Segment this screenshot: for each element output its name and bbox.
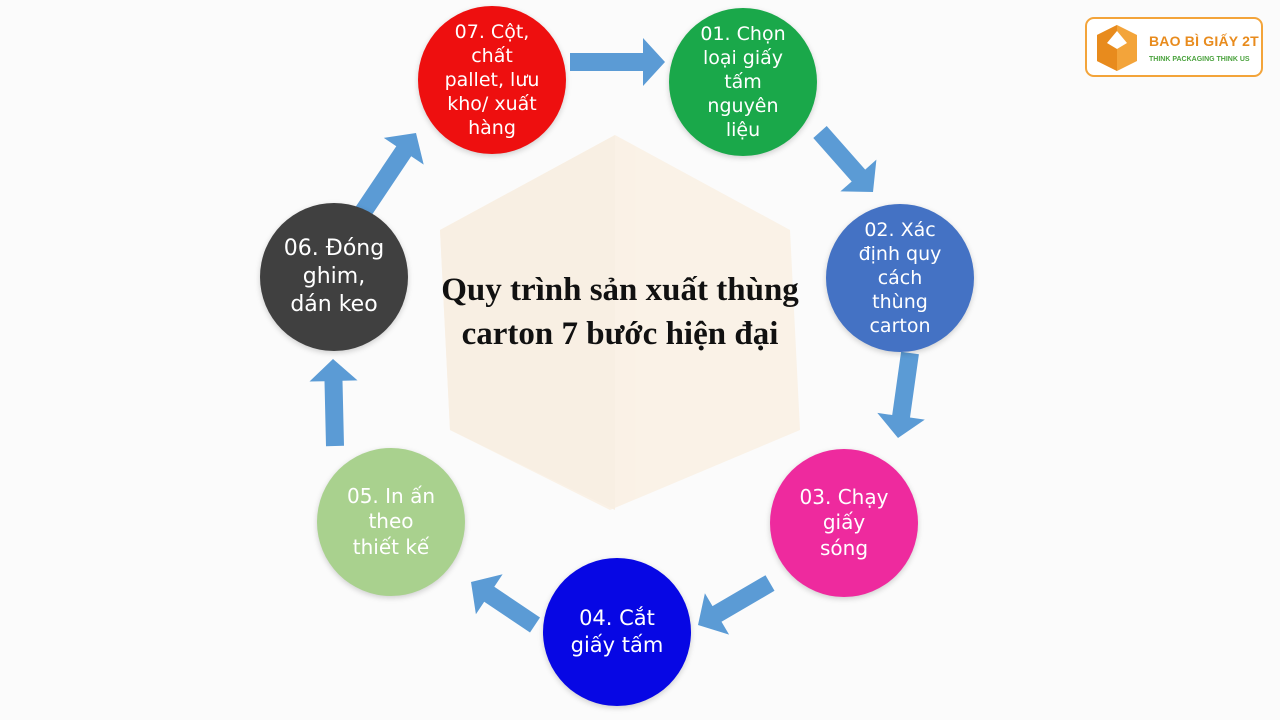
step-2-circle: 02. Xác định quy cách thùng carton	[826, 204, 974, 352]
step-7-label: 07. Cột, chất pallet, lưu kho/ xuất hàng	[444, 20, 540, 140]
step-1-label: 01. Chọn loại giấy tấm nguyên liệu	[700, 22, 786, 142]
arrow-2	[877, 351, 925, 438]
step-6-label: 06. Đóng ghim, dán keo	[283, 236, 385, 317]
arrow-5	[309, 359, 358, 447]
arrow-3	[698, 575, 775, 635]
step-3-label: 03. Chạy giấy sóng	[799, 484, 889, 560]
step-6-circle: 06. Đóng ghim, dán keo	[260, 203, 408, 351]
step-2-label: 02. Xác định quy cách thùng carton	[858, 218, 942, 338]
logo-tagline: THINK PACKAGING THINK US	[1149, 56, 1250, 63]
step-4-circle: 04. Cắt giấy tấm	[543, 558, 691, 706]
step-5-circle: 05. In ấn theo thiết kế	[317, 448, 465, 596]
step-7-circle: 07. Cột, chất pallet, lưu kho/ xuất hàng	[418, 6, 566, 154]
step-1-circle: 01. Chọn loại giấy tấm nguyên liệu	[669, 8, 817, 156]
arrow-4	[471, 574, 540, 633]
diagram-title: Quy trình sản xuất thùng carton 7 bước h…	[400, 268, 840, 356]
step-4-label: 04. Cắt giấy tấm	[570, 606, 664, 657]
logo-brand-name: BAO BÌ GIẤY 2T	[1149, 33, 1259, 49]
title-line-1: Quy trình sản xuất thùng	[441, 272, 799, 308]
title-line-2: carton 7 bước hiện đại	[461, 316, 779, 352]
arrow-6	[355, 133, 424, 217]
arrow-1	[813, 126, 877, 192]
step-5-label: 05. In ấn theo thiết kế	[346, 483, 436, 559]
arrow-7	[570, 38, 665, 86]
brand-logo: BAO BÌ GIẤY 2T THINK PACKAGING THINK US	[1085, 17, 1263, 77]
box-logo-icon	[1097, 25, 1137, 71]
step-3-circle: 03. Chạy giấy sóng	[770, 449, 918, 597]
